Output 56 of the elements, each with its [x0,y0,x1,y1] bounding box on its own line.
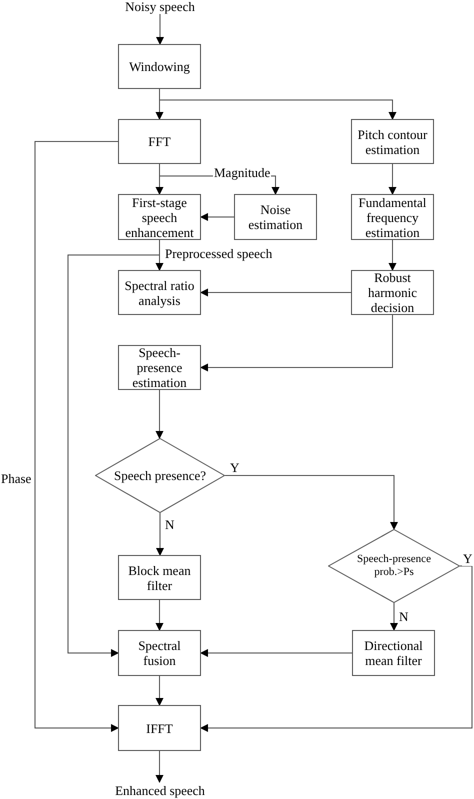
arrow [200,288,352,296]
process-box [351,194,434,240]
process-box [234,194,317,240]
process-box [118,555,201,600]
decision-diamond [95,438,225,513]
edge-label: Preprocessed speech [164,247,274,261]
edge-label: Y [462,552,474,566]
box-text: Pitch contour estimation [356,126,428,156]
process-box [118,44,201,89]
box-text: Robust harmonic decision [366,270,418,315]
signal-label: Enhanced speech [100,784,220,798]
arrow [159,88,396,120]
edge-label: N [164,518,176,532]
process-box [118,270,201,315]
edge-label: Y [229,461,240,475]
box-text: Directional mean filter [363,638,424,668]
process-box [118,194,201,240]
process-box [118,119,201,164]
box-text: Spectral ratio analysis [124,278,196,308]
edge-label: N [398,610,410,624]
arrow [156,390,164,439]
arrow [156,600,164,631]
box-text: Block mean filter [127,562,192,592]
arrow [200,314,393,372]
arrow [156,512,164,556]
process-box [351,119,434,164]
box-text: FFT [147,134,172,149]
box-text: Spectral fusion [137,638,182,668]
process-box [352,630,435,676]
arrow [200,649,352,657]
signal-label: Noisy speech [110,0,210,14]
box-text: IFFT [145,720,174,736]
edge-label: Magnitude [213,166,272,180]
edge-label: Phase [0,472,32,486]
box-text: Fundamental frequency estimation [358,194,428,240]
process-box [118,705,201,751]
arrow [156,676,164,706]
box-text: Noise estimation [247,202,304,232]
process-box [351,270,434,315]
decision-diamond [328,529,460,603]
box-text: Speech-presence estimation [131,345,188,390]
arrow [34,141,119,732]
arrow [156,14,164,45]
arrow [156,750,164,783]
arrow [200,213,234,221]
box-text: Windowing [128,59,191,74]
arrow [388,240,396,271]
arrow [224,475,398,530]
box-text: First-stage speech enhancement [124,194,195,240]
decision-text: Speech presence? [114,468,206,483]
arrow [388,164,396,195]
process-box [118,345,201,390]
arrow [200,566,472,732]
process-box [118,630,201,676]
decision-text: Speech-presence prob.>Ps [356,553,432,579]
arrow [390,602,398,631]
